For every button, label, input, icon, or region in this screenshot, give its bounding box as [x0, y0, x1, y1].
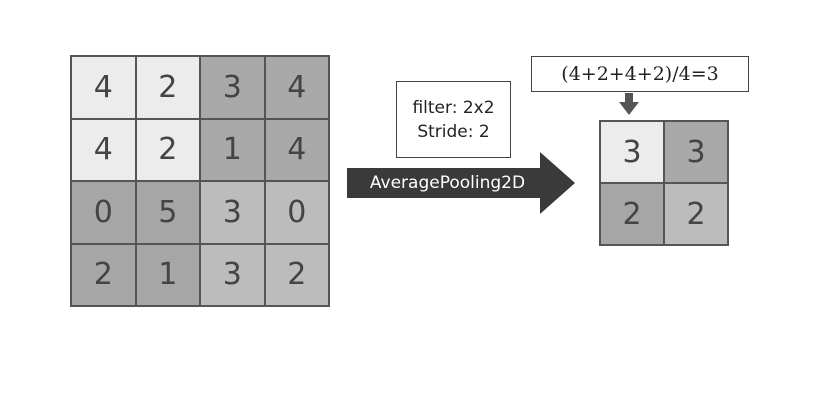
- formula-box: (4+2+4+2)/4=3: [531, 56, 749, 92]
- input-cell: 5: [135, 181, 200, 244]
- input-cell: 4: [71, 118, 136, 181]
- filter-size-label: filter: 2x2: [412, 97, 495, 118]
- input-cell: 4: [264, 56, 329, 119]
- input-cell: 3: [200, 243, 265, 306]
- output-cell: 3: [664, 121, 728, 183]
- formula-text: (4+2+4+2)/4=3: [561, 63, 719, 85]
- input-cell: 1: [135, 243, 200, 306]
- output-cell: 3: [600, 121, 664, 183]
- pooling-arrow: [347, 152, 575, 214]
- input-cell: 2: [135, 56, 200, 119]
- down-arrow-icon: [619, 93, 639, 115]
- output-cell: 2: [664, 183, 728, 245]
- filter-info-box: filter: 2x2 Stride: 2: [396, 81, 511, 158]
- input-cell: 0: [71, 181, 136, 244]
- input-cell: 2: [135, 118, 200, 181]
- input-cell: 1: [200, 118, 265, 181]
- input-cell: 0: [264, 181, 329, 244]
- arrow-label: AveragePooling2D: [369, 173, 526, 193]
- input-cell: 2: [264, 243, 329, 306]
- stride-label: Stride: 2: [417, 121, 490, 142]
- input-cell: 3: [200, 181, 265, 244]
- input-cell: 4: [264, 118, 329, 181]
- input-cell: 2: [71, 243, 136, 306]
- input-cell: 3: [200, 56, 265, 119]
- input-cell: 4: [71, 56, 136, 119]
- output-cell: 2: [600, 183, 664, 245]
